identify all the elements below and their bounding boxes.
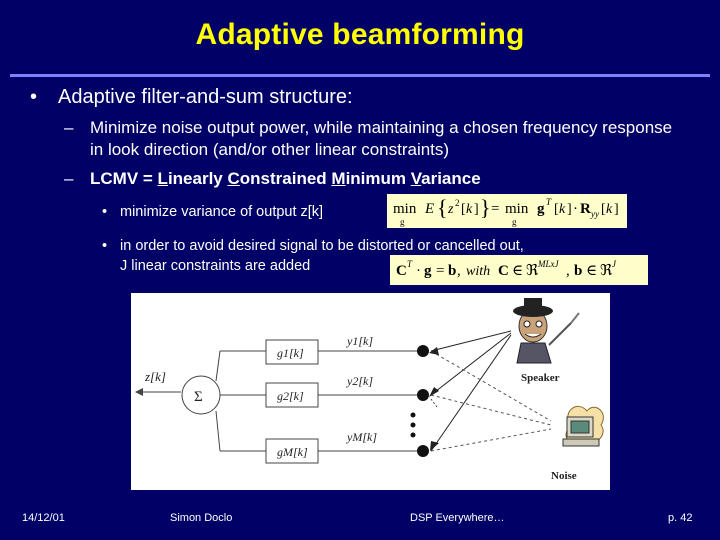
svg-text:·: ·: [416, 263, 421, 279]
signal-label: y2[k]: [346, 374, 373, 388]
svg-text:[: [: [601, 202, 606, 217]
ellipsis-dot: [410, 432, 416, 438]
svg-text:C: C: [498, 263, 509, 279]
constraint-formula: C T · g = b , with C ∈ ℜ MLxJ , b ∈ ℜ J: [390, 255, 648, 285]
lcmv-definition: LCMV = Linearly Constrained Minimum Vari…: [90, 168, 481, 190]
svg-text:[: [: [461, 202, 466, 217]
sub-bullet-text: Minimize noise output power, while maint…: [90, 118, 673, 159]
bullet-dot: •: [30, 86, 38, 108]
footer-page-number: p. 42: [668, 512, 693, 524]
ellipsis-dot: [410, 422, 416, 428]
beamformer-diagram-svg: z[k] Σ g1[k] g2[k] gM[k] y1[k] y2[k] yM[…: [135, 298, 604, 482]
svg-text:∈: ∈: [512, 261, 523, 279]
summation-symbol: Σ: [194, 389, 203, 405]
svg-text:T: T: [407, 259, 413, 269]
ellipsis-dot: [410, 412, 416, 418]
svg-text:k: k: [466, 202, 473, 217]
lcmv-part: L: [157, 169, 168, 188]
lcmv-part: C: [227, 169, 240, 188]
bullet-text: Adaptive filter-and-sum structure:: [58, 86, 353, 108]
svg-text:,: ,: [566, 263, 570, 279]
svg-text:2: 2: [455, 198, 460, 208]
svg-text:b: b: [448, 263, 456, 279]
svg-text:]: ]: [614, 202, 619, 217]
bullet-dot: •: [102, 238, 108, 254]
point-text-line2: J linear constraints are added: [120, 258, 311, 274]
svg-text:g: g: [400, 217, 405, 227]
svg-text:}: }: [480, 195, 491, 220]
svg-text:MLxJ: MLxJ: [537, 259, 559, 269]
footer-author: Simon Doclo: [170, 512, 233, 524]
svg-text:R: R: [580, 201, 591, 217]
title-divider: [10, 74, 710, 77]
svg-text:yy: yy: [590, 209, 599, 219]
lcmv-part: LCMV =: [90, 169, 158, 188]
svg-text:g: g: [537, 201, 545, 217]
microphone-M: [417, 445, 429, 457]
lcmv-part: ariance: [421, 169, 481, 188]
svg-text:ℜ: ℜ: [600, 261, 613, 279]
signal-label: y1[k]: [346, 334, 373, 348]
signal-label: yM[k]: [346, 430, 377, 444]
lcmv-part: V: [410, 169, 422, 188]
filter-label: g2[k]: [277, 389, 304, 403]
svg-text:k: k: [559, 202, 566, 217]
svg-text:[: [: [554, 202, 559, 217]
svg-text:,: ,: [457, 263, 461, 279]
dash-glyph: –: [64, 118, 74, 137]
svg-text:ℜ: ℜ: [526, 261, 539, 279]
lcmv-part: inearly: [167, 169, 228, 188]
input-label: z[k]: [144, 369, 166, 384]
svg-text:b: b: [574, 263, 582, 279]
svg-text:T: T: [546, 197, 552, 207]
filter-block-1: [265, 339, 319, 365]
slide-title: Adaptive beamforming: [195, 18, 525, 51]
speaker-icon: [513, 298, 580, 364]
lcmv-part: M: [331, 169, 346, 188]
variance-formula: min g E { z 2 [ k ] } = min g g T [ k ] …: [387, 194, 627, 228]
svg-text:{: {: [437, 195, 448, 220]
svg-text:]: ]: [474, 202, 479, 217]
lcmv-part: onstrained: [239, 169, 332, 188]
svg-text:=: =: [436, 263, 444, 279]
filter-label: gM[k]: [277, 445, 308, 459]
noise-label: Noise: [551, 470, 577, 482]
svg-text:with: with: [466, 264, 490, 279]
svg-text:=: =: [491, 201, 499, 217]
svg-text:]: ]: [567, 202, 572, 217]
svg-text:∈: ∈: [586, 261, 597, 279]
lcmv-part: inimum: [345, 169, 411, 188]
filter-block-2: [265, 382, 319, 408]
footer-course: DSP Everywhere…: [410, 512, 505, 524]
point-text: minimize variance of output z[k]: [120, 204, 324, 220]
svg-text:E: E: [424, 201, 434, 217]
microphone-2: [417, 389, 429, 401]
speaker-label: Speaker: [521, 372, 560, 384]
variance-formula-image: min g E { z 2 [ k ] } = min g g T [ k ] …: [393, 195, 619, 227]
beamformer-diagram: z[k] Σ g1[k] g2[k] gM[k] y1[k] y2[k] yM[…: [131, 293, 610, 490]
svg-text:C: C: [396, 263, 407, 279]
microphone-1: [417, 345, 429, 357]
filter-label: g1[k]: [277, 346, 304, 360]
constraint-formula-image: C T · g = b , with C ∈ ℜ MLxJ , b ∈ ℜ J: [396, 259, 617, 279]
svg-text:min: min: [505, 201, 529, 217]
svg-text:z: z: [447, 202, 454, 217]
svg-text:g: g: [512, 217, 517, 227]
svg-text:k: k: [606, 202, 613, 217]
bullet-dot: •: [102, 204, 108, 220]
dash-glyph: –: [64, 169, 74, 188]
point-text-line1: in order to avoid desired signal to be d…: [120, 238, 524, 254]
svg-text:·: ·: [573, 201, 578, 217]
svg-text:min: min: [393, 201, 417, 217]
noise-computer-icon: [562, 405, 604, 447]
footer-date: 14/12/01: [22, 512, 65, 524]
svg-text:J: J: [612, 259, 617, 269]
svg-text:g: g: [424, 263, 432, 279]
